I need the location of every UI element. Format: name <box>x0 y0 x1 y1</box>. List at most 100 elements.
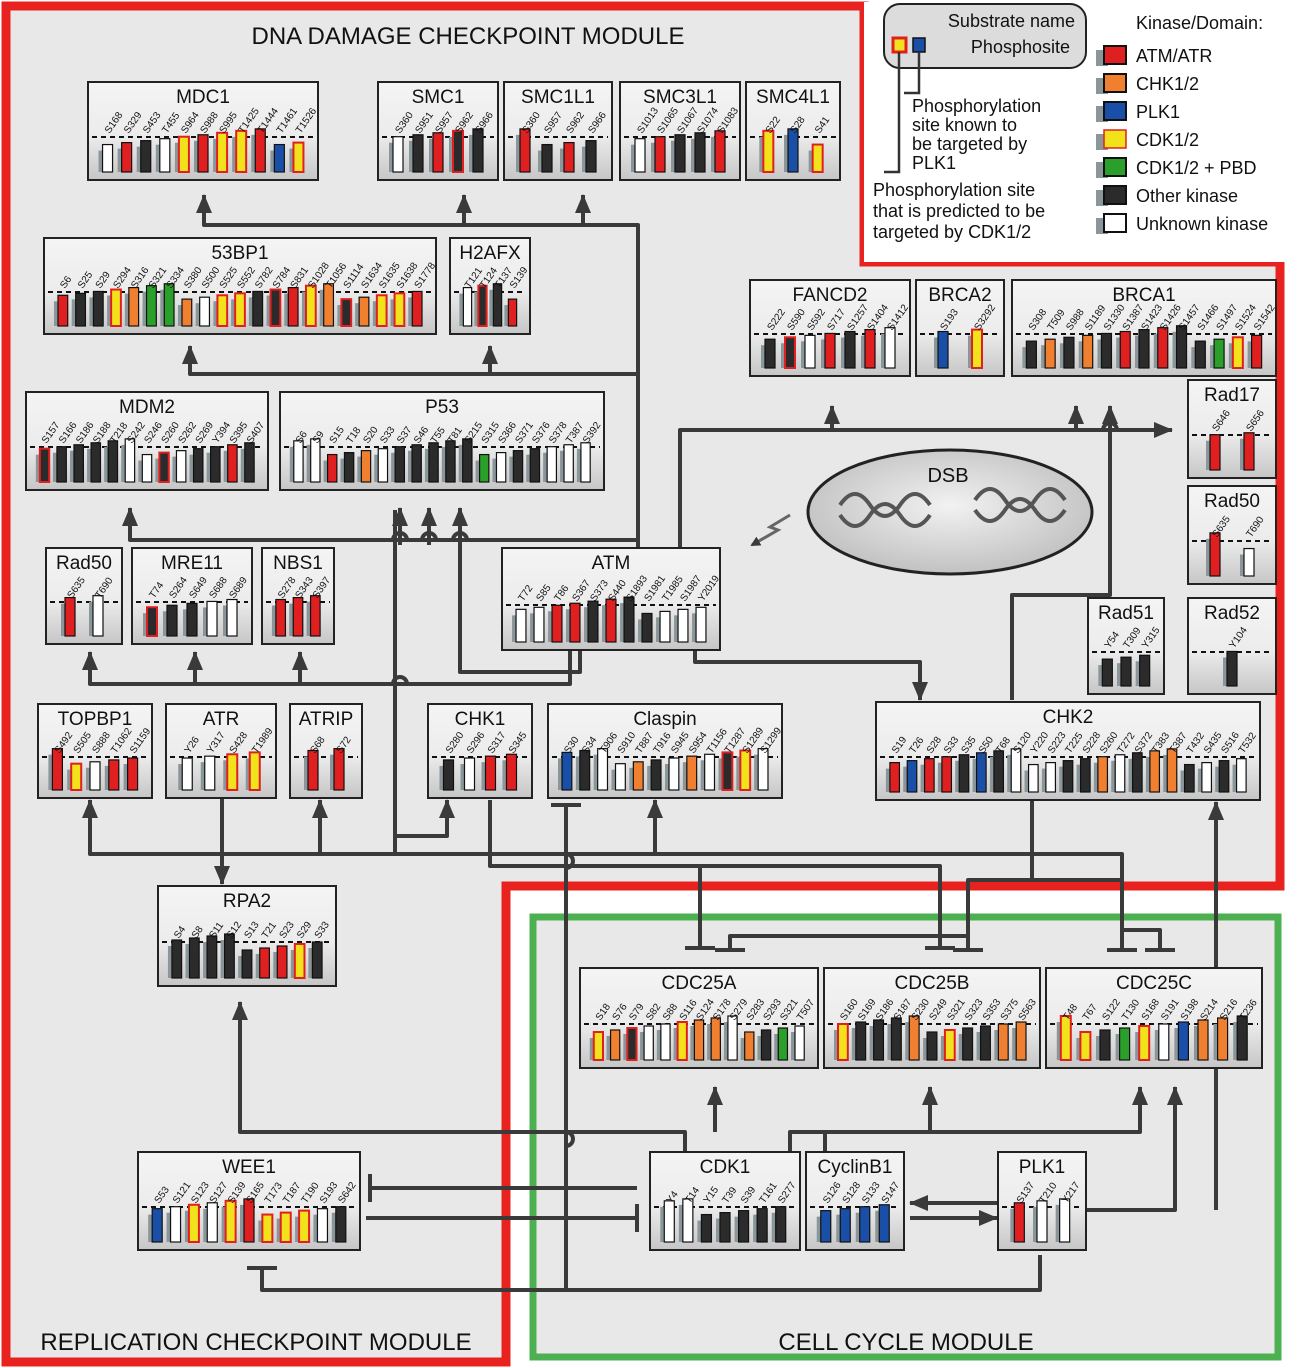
phosphosite-bar-t1425 <box>235 129 248 173</box>
phosphosite-bar-s28 <box>923 758 935 793</box>
phosphosite-bar-s121 <box>169 1206 182 1243</box>
phosphosite-bar-s68 <box>307 749 319 791</box>
protein-name: MDC1 <box>176 87 230 108</box>
phosphosite-bar-t509 <box>1044 338 1056 369</box>
legend-swatch <box>1103 157 1127 177</box>
replication-module-title: REPLICATION CHECKPOINT MODULE <box>40 1329 471 1356</box>
legend-item-other-kinase: Other kinase <box>1096 185 1238 206</box>
phosphosite-bar-s642 <box>335 1206 347 1243</box>
phosphosite-bar-s1466 <box>1194 340 1206 369</box>
phosphosite-bar-s784 <box>269 288 282 327</box>
phosphosite-bar-s831 <box>287 287 299 327</box>
phosphosite-bar-t383 <box>1149 750 1161 793</box>
phosphosite-bar-y220 <box>1027 763 1039 793</box>
phosphosite-bar-y217 <box>1059 1198 1071 1243</box>
phosphosite-bar-s964 <box>177 135 190 173</box>
phosphosite-bar-s198 <box>1177 1021 1190 1061</box>
protein-name: RPA2 <box>223 891 271 912</box>
phosphosite-bar-s782 <box>252 290 264 327</box>
phosphosite-bar-s260 <box>158 451 170 484</box>
legend-swatch <box>1103 213 1127 233</box>
phosphosite-bar-s53 <box>151 1208 163 1243</box>
protein-mdc1: MDC1S168S329S453T455S964S988S995T1425T14… <box>87 81 319 181</box>
phosphosite-bar-t906 <box>597 748 609 791</box>
phosphosite-bar-s139 <box>224 1199 237 1243</box>
phosphosite-bar-s316 <box>128 287 140 327</box>
phosphosite-bar-s29 <box>293 943 306 979</box>
phosphosite-bar-s360 <box>392 136 404 173</box>
phosphosite-bar-s1159 <box>126 757 139 791</box>
phosphosite-bar-s366 <box>495 452 507 483</box>
legend-swatch <box>1103 129 1127 149</box>
phosphosite-bar-s178 <box>710 1017 721 1061</box>
legend-item-label: Other kinase <box>1136 186 1238 206</box>
svg-text:be targeted by: be targeted by <box>912 134 1027 154</box>
phosphosite-bar-s15 <box>326 453 338 483</box>
svg-text:PLK1: PLK1 <box>912 153 956 173</box>
line-crossing-bridges <box>391 421 1119 1148</box>
legend-item-label: CDK1/2 <box>1136 130 1199 150</box>
phosphosite-bar-s25 <box>75 292 87 327</box>
phosphosite-bar-s1412 <box>884 327 896 369</box>
phosphosite-bar-s1289 <box>739 749 752 792</box>
phosphosite-bar-t14 <box>682 1198 694 1243</box>
phosphosite-bar-s1981 <box>641 612 653 643</box>
phosphosite-bar-s367 <box>569 602 581 643</box>
phosphosite-bar-s321 <box>145 285 157 327</box>
phosphosite-bar-s264 <box>166 604 178 637</box>
phosphosite-bar-s82 <box>643 1025 654 1061</box>
phosphosite-bar-s76 <box>609 1029 621 1061</box>
phosphosite-bar-s230 <box>908 1015 920 1061</box>
phosphosite-bar-t55 <box>428 442 439 483</box>
protein-name: BRCA2 <box>928 285 991 306</box>
phosphosite-bar-t210 <box>1036 1200 1048 1243</box>
phosphosite-bar-s1387 <box>1119 330 1131 369</box>
phosphosite-bar-s294 <box>110 288 122 327</box>
phosphosite-bar-s1635 <box>375 294 388 327</box>
legend-plk1-known-swatch <box>912 37 926 53</box>
phosphosite-bar-s79 <box>626 1027 638 1061</box>
phosphosite-bar-s22 <box>762 129 775 173</box>
phosphosite-bar-t1461 <box>273 143 285 173</box>
phosphosite-bar-t21 <box>259 947 270 979</box>
phosphosite-bar-s169 <box>855 1021 867 1061</box>
phosphosite-bar-t916 <box>650 759 662 791</box>
protein-name: FANCD2 <box>793 285 868 306</box>
phosphosite-bar-s954 <box>686 755 698 791</box>
phosphosite-bar-s30 <box>561 751 573 791</box>
phosphosite-bar-s957 <box>432 132 444 173</box>
protein-name: NBS1 <box>273 553 323 574</box>
phosphosite-bar-s1404 <box>864 329 876 369</box>
phosphosite-bar-s19 <box>889 761 901 793</box>
phosphosite-bar-s116 <box>676 1021 688 1061</box>
phosphosite-bar-s1330 <box>1100 332 1113 369</box>
phosphosite-bar-y54 <box>1101 658 1113 687</box>
phosphosite-bar-s717 <box>824 332 836 369</box>
protein-boxes: MDC1S168S329S453T455S964S988S995T1425T14… <box>25 81 1278 1251</box>
phosphosite-bar-s168 <box>1138 1025 1151 1061</box>
phosphosite-bar-s39 <box>737 1210 750 1243</box>
phosphosite-bar-s1987 <box>677 608 689 643</box>
phosphosite-bar-s147 <box>878 1204 890 1243</box>
phosphosite-bar-s278 <box>275 598 287 637</box>
phosphosite-bar-s186 <box>873 1019 885 1061</box>
phosphosite-bar-s1083 <box>714 130 726 173</box>
phosphosite-bar-t161 <box>756 1208 768 1243</box>
phosphosite-bar-s139 <box>507 298 518 327</box>
protein-mdm2: MDM2S157S166S186S188T218S242S246S260S262… <box>25 391 269 491</box>
phosphosite-bar-s656 <box>1243 432 1255 471</box>
protein-name: SMC1L1 <box>521 87 595 108</box>
protein-name: CDC25C <box>1116 973 1192 994</box>
phosphosite-bar-s188 <box>90 442 102 483</box>
phosphosite-bar-s124 <box>693 1019 705 1061</box>
